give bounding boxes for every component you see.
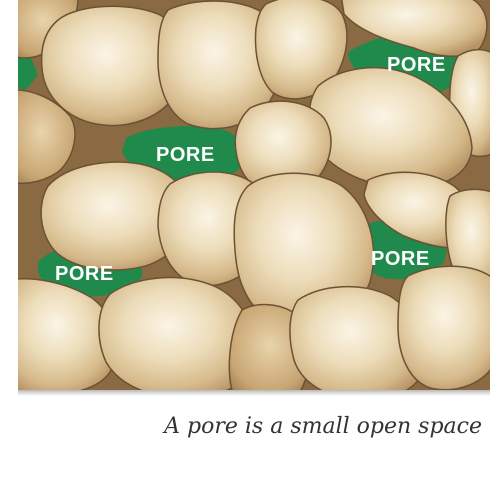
figure-caption: A pore is a small open space	[164, 414, 482, 439]
figure-shadow	[18, 390, 490, 396]
grains-and-pores-svg: PORE PORE PORE PORE	[18, 0, 490, 390]
pore-space-illustration: PORE PORE PORE PORE	[18, 0, 490, 390]
pore-label-lower-right: PORE	[371, 248, 430, 270]
pore-label-top-right: PORE	[387, 54, 446, 76]
pore-label-center-left: PORE	[156, 144, 215, 166]
pore-label-lower-left: PORE	[55, 263, 114, 285]
grain	[398, 266, 490, 389]
